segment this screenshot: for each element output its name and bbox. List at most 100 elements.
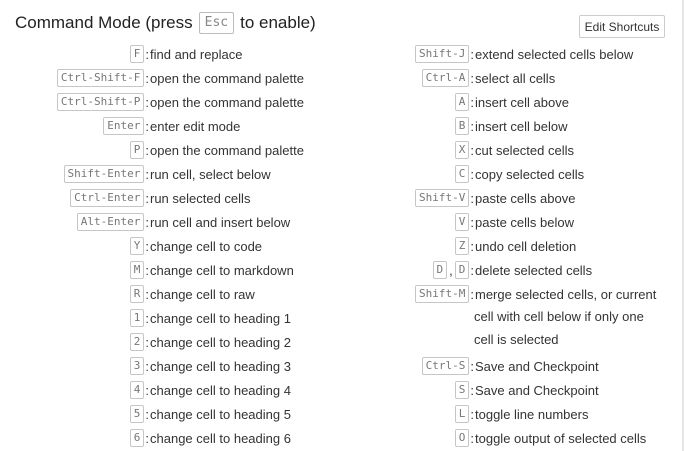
shortcut-keys: Shift-J: <box>0 45 474 63</box>
key-cap: 3 <box>129 357 145 375</box>
key-colon: : <box>145 70 149 86</box>
shortcut-keys: Y: <box>0 237 149 255</box>
shortcut-row: 2:change cell to heading 2 <box>0 330 291 354</box>
key-cap: 5 <box>129 405 145 423</box>
shortcut-description: paste cells above <box>475 190 576 206</box>
title-before: Command Mode (press <box>15 13 193 32</box>
shortcut-description: select all cells <box>475 70 556 86</box>
key-cap: C <box>454 165 470 183</box>
shortcut-keys: Ctrl-S: <box>0 357 474 375</box>
shortcut-row: 3:change cell to heading 3 <box>0 354 291 378</box>
key-cap: R <box>129 285 145 303</box>
shortcut-description: change cell to heading 1 <box>150 310 291 326</box>
shortcut-description: delete selected cells <box>475 262 593 278</box>
shortcut-description: insert cell above <box>475 94 569 110</box>
key-colon: : <box>145 238 149 254</box>
shortcut-description: run cell and insert below <box>150 214 291 230</box>
key-colon: : <box>145 46 149 62</box>
key-cap: Ctrl-Shift-F <box>56 69 145 87</box>
key-colon: : <box>145 334 149 350</box>
key-cap: Ctrl-Shift-P <box>56 93 145 111</box>
key-cap: Shift-M <box>415 285 470 303</box>
key-cap: Y <box>129 237 145 255</box>
key-cap: 2 <box>129 333 145 351</box>
shortcut-row: 5:change cell to heading 5 <box>0 402 291 426</box>
shortcut-row: B:insert cell below <box>0 114 568 138</box>
key-colon: : <box>470 94 474 110</box>
key-colon: : <box>470 166 474 182</box>
shortcut-row: Shift-J:extend selected cells below <box>0 42 633 66</box>
key-cap: O <box>454 429 470 447</box>
key-colon: : <box>145 262 149 278</box>
shortcut-row: D,D:delete selected cells <box>0 258 592 282</box>
shortcut-row: Ctrl-S:Save and Checkpoint <box>0 354 599 378</box>
shortcut-keys: Enter: <box>0 117 149 135</box>
shortcut-description: toggle line numbers <box>475 406 589 422</box>
edit-shortcuts-button[interactable]: Edit Shortcuts <box>579 15 665 38</box>
shortcut-description: open the command palette <box>150 142 304 158</box>
shortcut-description: change cell to code <box>150 238 263 254</box>
key-colon: : <box>145 142 149 158</box>
key-colon: : <box>145 430 149 446</box>
key-colon: : <box>145 214 149 230</box>
shortcut-row: 1:change cell to heading 1 <box>0 306 291 330</box>
shortcut-row: Shift-Enter:run cell, select below <box>0 162 271 186</box>
key-colon: : <box>470 118 474 134</box>
shortcut-description: enter edit mode <box>150 118 241 134</box>
key-cap: P <box>129 141 145 159</box>
shortcut-keys: Z: <box>0 237 474 255</box>
key-colon: : <box>145 118 149 134</box>
shortcut-row: A:insert cell above <box>0 90 569 114</box>
shortcut-description: cut selected cells <box>475 142 574 158</box>
key-cap: Shift-J <box>415 45 470 63</box>
key-cap: 1 <box>129 309 145 327</box>
key-colon: : <box>145 382 149 398</box>
shortcut-row: Ctrl-Shift-P:open the command palette <box>0 90 304 114</box>
shortcut-row: Y:change cell to code <box>0 234 262 258</box>
shortcut-description-continuation: cell with cell below if only one <box>474 308 644 324</box>
shortcut-row: 4:change cell to heading 4 <box>0 378 291 402</box>
key-colon: : <box>145 94 149 110</box>
shortcut-row: F:find and replace <box>0 42 243 66</box>
shortcut-description: run cell, select below <box>150 166 271 182</box>
shortcut-row: Alt-Enter:run cell and insert below <box>0 210 290 234</box>
shortcut-keys: Shift-V: <box>0 189 474 207</box>
esc-key: Esc <box>198 12 235 34</box>
key-colon: : <box>470 382 474 398</box>
key-colon: : <box>470 70 474 86</box>
key-cap: L <box>454 405 470 423</box>
key-cap: Z <box>454 237 470 255</box>
key-separator: , <box>449 262 453 278</box>
key-colon: : <box>145 406 149 422</box>
shortcut-description: insert cell below <box>475 118 568 134</box>
key-colon: : <box>145 310 149 326</box>
key-cap: Shift-Enter <box>63 165 145 183</box>
shortcut-keys: 6: <box>0 429 149 447</box>
key-colon: : <box>470 358 474 374</box>
shortcut-description: open the command palette <box>150 94 304 110</box>
shortcut-row: L:toggle line numbers <box>0 402 588 426</box>
shortcut-description: copy selected cells <box>475 166 585 182</box>
shortcut-keys: A: <box>0 93 474 111</box>
shortcut-keys: O: <box>0 429 474 447</box>
key-colon: : <box>145 190 149 206</box>
shortcut-description: run selected cells <box>150 190 251 206</box>
shortcut-keys: X: <box>0 141 474 159</box>
shortcut-keys: L: <box>0 405 474 423</box>
key-colon: : <box>470 238 474 254</box>
key-colon: : <box>470 46 474 62</box>
shortcut-keys: Shift-Enter: <box>0 165 149 183</box>
shortcut-row: M:change cell to markdown <box>0 258 294 282</box>
shortcut-row: Shift-V:paste cells above <box>0 186 575 210</box>
shortcut-description: toggle output of selected cells <box>475 430 647 446</box>
key-cap: 6 <box>129 429 145 447</box>
title-after: to enable) <box>240 13 316 32</box>
shortcut-description: change cell to heading 6 <box>150 430 291 446</box>
key-colon: : <box>470 262 474 278</box>
key-colon: : <box>470 406 474 422</box>
shortcut-row: C:copy selected cells <box>0 162 584 186</box>
key-cap: X <box>454 141 470 159</box>
key-colon: : <box>145 166 149 182</box>
shortcut-keys: Ctrl-A: <box>0 69 474 87</box>
